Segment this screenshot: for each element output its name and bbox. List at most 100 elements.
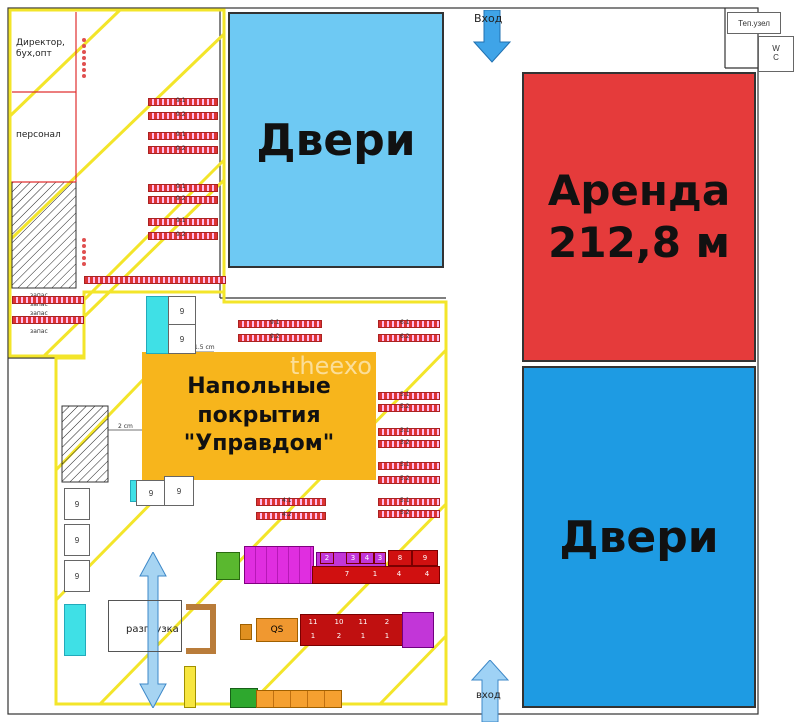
rack: [148, 112, 218, 120]
rack: [238, 320, 322, 328]
shelf-nine: 9: [164, 476, 194, 506]
director-room-label: Директор, бух,опт: [16, 38, 65, 59]
rack-label: 9.2: [176, 231, 186, 238]
rack: [12, 296, 84, 304]
flooring-line-2: покрытия: [197, 402, 321, 428]
rack-label: 9.2: [176, 195, 186, 202]
storage-cell: 9: [412, 550, 438, 566]
storage-cell: 2: [380, 616, 394, 628]
rack: [148, 98, 218, 106]
rack-label: 9.2: [176, 111, 186, 118]
rack: [378, 320, 440, 328]
arrow-down-icon: [472, 9, 512, 63]
rack-label: 9.1: [176, 97, 186, 104]
shelf-nine: 9: [136, 480, 166, 506]
doors-top-label: Двери: [256, 114, 416, 166]
rack: [148, 146, 218, 154]
storage-cell: 11: [356, 616, 370, 628]
storage-cell: 1: [356, 630, 370, 642]
dimension-1: 1.5 cm: [194, 344, 215, 351]
rack: [378, 462, 440, 470]
storage-cell: 1: [380, 630, 394, 642]
green-block: [216, 552, 240, 580]
dimension-2: 2 cm: [118, 423, 133, 430]
brown-counter: [186, 604, 216, 654]
rack-label: 5.2: [400, 475, 410, 482]
storage-cell: 4: [392, 567, 406, 581]
rack: [378, 404, 440, 412]
entrance-top-label: Вход: [474, 12, 503, 25]
green-counter: [230, 688, 258, 708]
rack: [148, 132, 218, 140]
reserve-label: запас: [30, 328, 48, 335]
orange-counter: [256, 690, 342, 708]
doors-bottom-zone: Двери: [522, 366, 756, 708]
rent-area: 212,8 м: [548, 218, 730, 267]
entrance-bottom: вход: [470, 659, 510, 723]
storage-cell: 2: [320, 552, 334, 564]
rack-label: 3.2: [400, 439, 410, 446]
rack-label: 9.2: [270, 333, 280, 340]
flooring-zone: Напольные покрытия "Управдом": [142, 352, 376, 480]
rack: [378, 476, 440, 484]
storage-cell: 3: [346, 552, 360, 564]
rack-label: 9.1: [176, 217, 186, 224]
flooring-line-3: "Управдом": [183, 431, 335, 457]
rack-label: 6.2: [400, 333, 410, 340]
rack-label: 9.1: [270, 319, 280, 326]
rack-label: 5.2: [400, 509, 410, 516]
rack: [378, 510, 440, 518]
entrance-top: Вход: [472, 9, 512, 64]
rack: [256, 512, 326, 520]
rack-label: 9.2: [176, 145, 186, 152]
watermark: theexo: [290, 352, 372, 380]
rack: [378, 498, 440, 506]
magenta-block: [244, 546, 314, 584]
rack: [84, 276, 226, 284]
shelf-nine: 9: [64, 560, 90, 592]
shelf-nine: 9: [168, 296, 196, 326]
rack: [378, 334, 440, 342]
magenta-block: [402, 612, 434, 648]
rack: [148, 184, 218, 192]
rack-label: 5.1: [400, 497, 410, 504]
shelf-nine: 9: [64, 524, 90, 556]
rack-label: 4.1: [282, 497, 292, 504]
rack: [12, 316, 84, 324]
shelf-cyan: [146, 296, 170, 354]
rack: [148, 196, 218, 204]
yellow-box: [184, 666, 196, 708]
flooring-line-1: Напольные: [187, 374, 331, 400]
qs-label: QS: [270, 625, 284, 635]
reserve-label: запас: [30, 292, 80, 301]
storage-cell: 1: [368, 567, 382, 581]
doors-bottom-label: Двери: [559, 511, 719, 563]
heat-node-room: Теп.узел: [727, 12, 781, 34]
rack-label: 5.1: [400, 391, 410, 398]
storage-cell: 4: [420, 567, 434, 581]
reserve-label: запас: [30, 301, 48, 308]
entrance-bottom-label: вход: [476, 690, 501, 701]
rack: [148, 232, 218, 240]
orange-box: [240, 624, 252, 640]
storage-cell: 8: [388, 550, 412, 566]
shelf-nine: 9: [168, 324, 196, 354]
rent-title: Аренда: [547, 165, 731, 215]
wc-line-2: C: [773, 53, 779, 62]
rack: [378, 440, 440, 448]
unloading-bay: [108, 600, 182, 652]
double-arrow-icon: [139, 552, 167, 708]
storage-cell: 3: [374, 552, 386, 564]
rent-zone: Аренда 212,8 м: [522, 72, 756, 362]
shelf-nine: 9: [64, 488, 90, 520]
shelf-cyan: [64, 604, 86, 656]
reserve-label: запас: [30, 310, 48, 317]
rack-label: 4.2: [282, 511, 292, 518]
rack: [378, 392, 440, 400]
storage-cell: 10: [332, 616, 346, 628]
rack-label: 3.1: [400, 427, 410, 434]
rack: [256, 498, 326, 506]
rack-label: 5.1: [400, 461, 410, 468]
wc-room: W C: [758, 36, 794, 72]
rack: [378, 428, 440, 436]
